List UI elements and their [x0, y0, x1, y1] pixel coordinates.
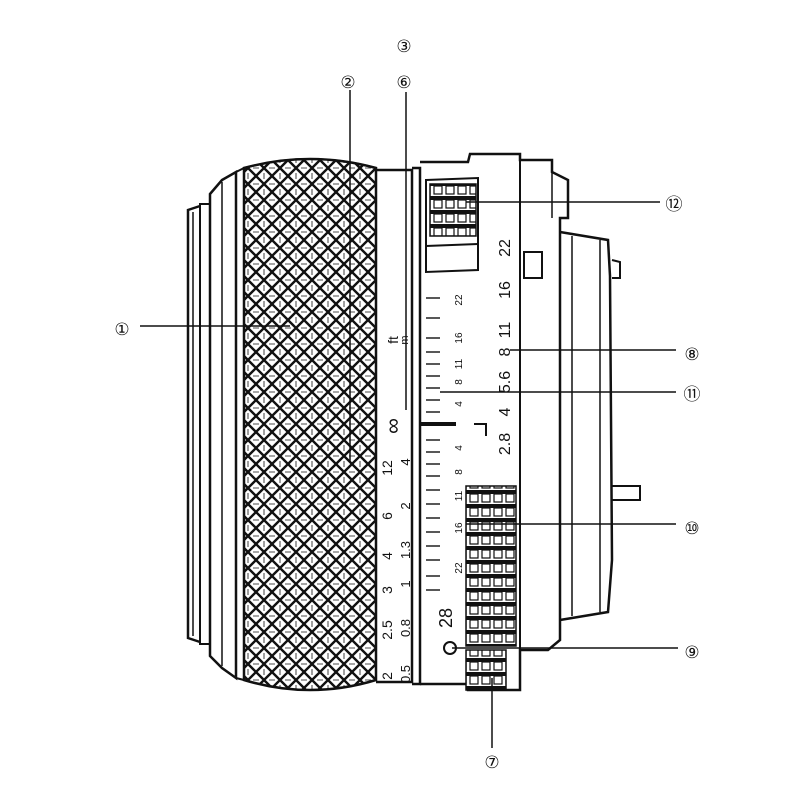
- callout-3: ③: [396, 37, 411, 57]
- focus-m-value: 0.8: [398, 619, 413, 637]
- focus-m-value: 0.5: [398, 665, 413, 683]
- feet-unit-label: ft: [385, 336, 401, 344]
- dof-upper-value: 22: [454, 294, 465, 306]
- aperture-value: 5.6: [497, 371, 514, 393]
- front-filter-ring: [186, 203, 211, 645]
- dof-upper-value: 4: [454, 401, 465, 407]
- dof-lower-value: 22: [454, 562, 465, 574]
- callout-8: ⑧: [684, 345, 699, 365]
- focus-ft-value: 2: [379, 672, 395, 680]
- focus-ft-value: 2.5: [379, 620, 395, 640]
- dof-upper-value: 8: [454, 379, 465, 385]
- focus-ft-value: 4: [379, 552, 395, 560]
- lens-body-rear: [420, 152, 641, 692]
- callout-12: ⑫: [666, 195, 683, 215]
- dof-lower-value: 16: [454, 522, 465, 534]
- aperture-value: 16: [497, 281, 514, 299]
- aperture-ring-grip[interactable]: [465, 485, 517, 691]
- leader-lines: [140, 90, 678, 748]
- dof-lower-value: 4: [454, 445, 465, 451]
- callout-11: ⑪: [684, 385, 701, 405]
- callout-2: ②: [340, 73, 355, 93]
- focus-scale-feet: 12 6 4 3 2.5 2: [379, 460, 395, 680]
- focus-index-mark: [420, 422, 487, 436]
- aperture-value: 8: [497, 347, 514, 356]
- focus-m-value: 4: [398, 458, 413, 465]
- focus-ft-value: 6: [379, 512, 395, 520]
- callout-7: ⑦: [484, 753, 499, 773]
- infinity-mark: ∞: [380, 418, 405, 434]
- focal-length-label: 28: [436, 608, 456, 628]
- dof-scale-lower: 4 8 11 16 22: [454, 445, 465, 574]
- focus-scale-meters: 4 2 1.3 1 0.8 0.5: [398, 458, 413, 683]
- dof-scale-upper: 22 16 11 8 4: [454, 294, 465, 407]
- dof-lower-value: 11: [454, 490, 465, 501]
- focus-ft-value: 3: [379, 586, 395, 594]
- aperture-value: 11: [497, 322, 514, 339]
- dof-upper-value: 11: [454, 358, 465, 369]
- focusing-ring[interactable]: [235, 157, 378, 692]
- aperture-scale: 22 16 11 8 5.6 4 2.8: [497, 239, 514, 455]
- dof-preview-knob[interactable]: [425, 176, 479, 274]
- dof-scale-ticks: [426, 297, 440, 591]
- dof-upper-value: 16: [454, 332, 465, 344]
- callout-1: ①: [114, 320, 129, 340]
- dof-lower-value: 8: [454, 469, 465, 475]
- front-barrel: [208, 169, 238, 681]
- focus-m-value: 1.3: [398, 541, 413, 559]
- callout-10: ⑩: [684, 519, 699, 539]
- aperture-value: 2.8: [497, 433, 514, 455]
- focus-m-value: 1: [398, 580, 413, 587]
- callout-9: ⑨: [684, 643, 699, 663]
- callout-labels: ① ② ③ ⑥ ⑫ ⑧ ⑪ ⑩ ⑨ ⑦: [114, 37, 700, 773]
- focus-ft-value: 12: [379, 460, 395, 476]
- focus-m-value: 2: [398, 502, 413, 509]
- callout-6: ⑥: [396, 73, 411, 93]
- meter-unit-label: m: [399, 335, 411, 344]
- aperture-value: 22: [497, 239, 514, 257]
- aperture-value: 4: [497, 407, 514, 416]
